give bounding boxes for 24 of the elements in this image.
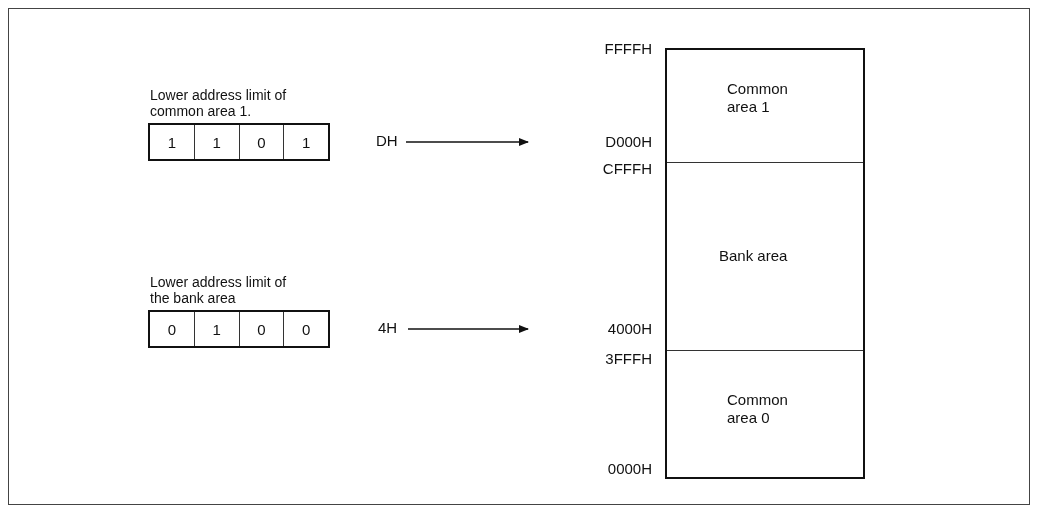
address-label: 3FFFH <box>604 350 652 367</box>
region-label: Common area 1 <box>727 80 789 116</box>
bit-cell: 0 <box>239 125 285 159</box>
bit-cell: 1 <box>194 125 240 159</box>
address-value: DH <box>376 132 416 152</box>
arrow <box>405 138 529 146</box>
address-label: CFFFH <box>601 160 652 177</box>
register-caption: Lower address limit of the bank area <box>150 274 288 306</box>
register-caption: Lower address limit of common area 1. <box>150 87 288 119</box>
address-value: 4H <box>378 319 418 339</box>
arrow <box>407 325 529 333</box>
bit-cell: 0 <box>284 312 328 346</box>
bit-cell: 0 <box>150 312 195 346</box>
bit-cell: 1 <box>194 312 240 346</box>
bit-cell: 1 <box>150 125 195 159</box>
bit-cell: 0 <box>239 312 285 346</box>
address-label: 0000H <box>606 460 652 477</box>
bit-cell: 1 <box>284 125 328 159</box>
address-value: D000H <box>528 133 652 153</box>
region-label: Common area 0 <box>727 391 789 427</box>
memory-map-box <box>665 48 865 479</box>
address-value: 4000H <box>528 320 652 340</box>
address-label: FFFFH <box>603 40 652 57</box>
region-label: Bank area <box>719 247 789 265</box>
